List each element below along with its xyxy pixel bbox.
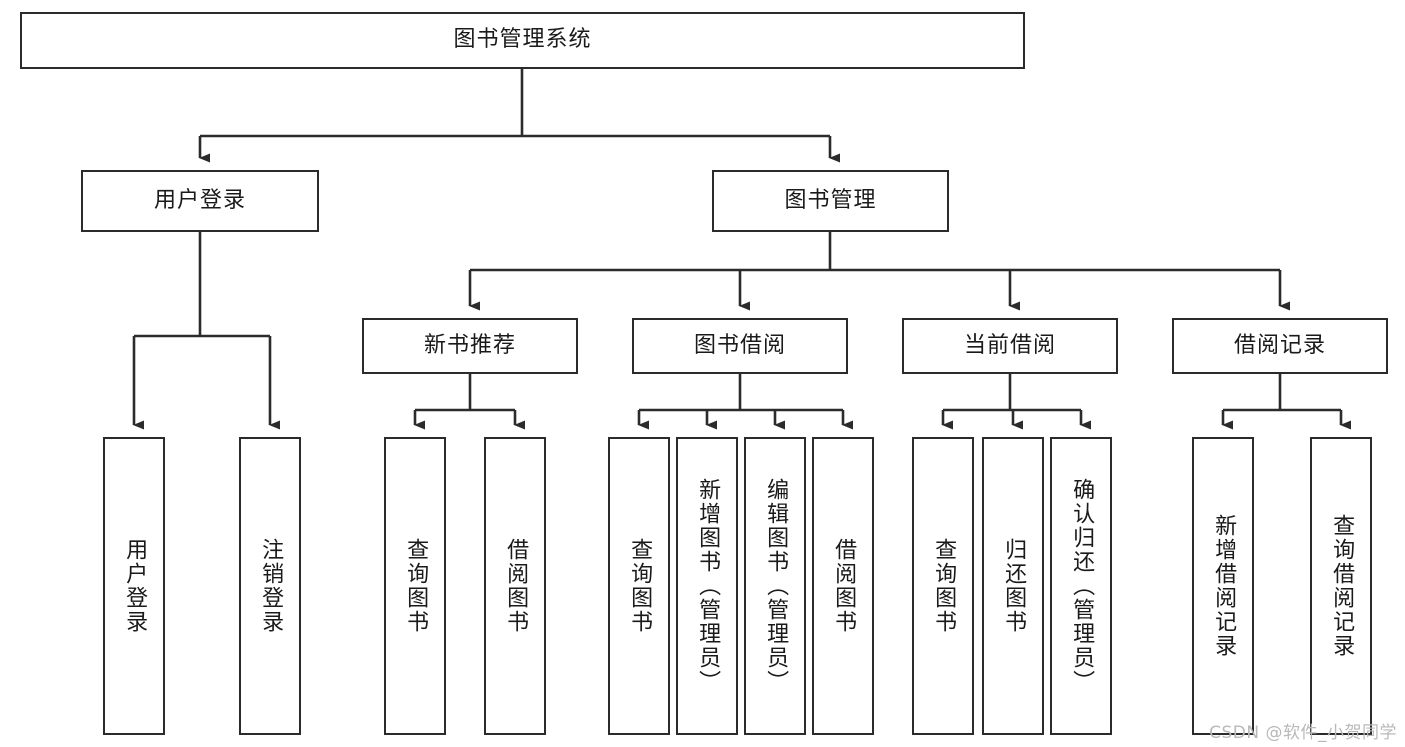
node-leaf-borrow-book-1-label: 借阅图书: [503, 538, 529, 634]
node-leaf-return-book[interactable]: 归还图书: [982, 437, 1044, 735]
node-leaf-add-record[interactable]: 新增借阅记录: [1192, 437, 1254, 735]
node-leaf-edit-book[interactable]: 编辑图书（管理员）: [744, 437, 806, 735]
node-leaf-borrow-book-2[interactable]: 借阅图书: [812, 437, 874, 735]
node-leaf-user-logout-label: 注销登录: [258, 538, 284, 634]
node-leaf-confirm-return-label: 确认归还（管理员）: [1069, 478, 1095, 694]
node-book-borrow-label: 图书借阅: [693, 332, 786, 358]
node-book-borrow[interactable]: 图书借阅: [632, 318, 848, 374]
node-leaf-user-login-label: 用户登录: [122, 538, 148, 634]
node-leaf-user-login[interactable]: 用户登录: [103, 437, 165, 735]
node-leaf-query-book-2[interactable]: 查询图书: [608, 437, 670, 735]
node-leaf-add-book[interactable]: 新增图书（管理员）: [676, 437, 738, 735]
csdn-watermark: CSDN @软件_小贺同学: [1209, 723, 1397, 743]
node-leaf-borrow-book-1[interactable]: 借阅图书: [484, 437, 546, 735]
node-leaf-query-record-label: 查询借阅记录: [1329, 514, 1355, 658]
node-leaf-confirm-return[interactable]: 确认归还（管理员）: [1050, 437, 1112, 735]
node-leaf-add-book-label: 新增图书（管理员）: [695, 478, 721, 694]
node-leaf-return-book-label: 归还图书: [1001, 538, 1027, 634]
node-leaf-query-record[interactable]: 查询借阅记录: [1310, 437, 1372, 735]
node-current-borrow-label: 当前借阅: [963, 332, 1056, 358]
node-book-admin[interactable]: 图书管理: [712, 170, 949, 232]
node-leaf-query-book-1[interactable]: 查询图书: [384, 437, 446, 735]
node-leaf-query-book-2-label: 查询图书: [627, 538, 653, 634]
node-new-book-recommend[interactable]: 新书推荐: [362, 318, 578, 374]
node-root[interactable]: 图书管理系统: [20, 12, 1025, 69]
node-user-login[interactable]: 用户登录: [81, 170, 319, 232]
node-leaf-query-book-1-label: 查询图书: [403, 538, 429, 634]
node-book-admin-label: 图书管理: [784, 187, 877, 213]
node-leaf-edit-book-label: 编辑图书（管理员）: [763, 478, 789, 694]
node-user-login-label: 用户登录: [153, 187, 246, 213]
node-borrow-record[interactable]: 借阅记录: [1172, 318, 1388, 374]
node-current-borrow[interactable]: 当前借阅: [902, 318, 1118, 374]
node-leaf-user-logout[interactable]: 注销登录: [239, 437, 301, 735]
node-new-book-recommend-label: 新书推荐: [423, 332, 516, 358]
node-leaf-add-record-label: 新增借阅记录: [1211, 514, 1237, 658]
node-leaf-borrow-book-2-label: 借阅图书: [831, 538, 857, 634]
node-borrow-record-label: 借阅记录: [1233, 332, 1326, 358]
node-leaf-query-book-3-label: 查询图书: [931, 538, 957, 634]
node-leaf-query-book-3[interactable]: 查询图书: [912, 437, 974, 735]
node-root-label: 图书管理系统: [453, 27, 592, 53]
